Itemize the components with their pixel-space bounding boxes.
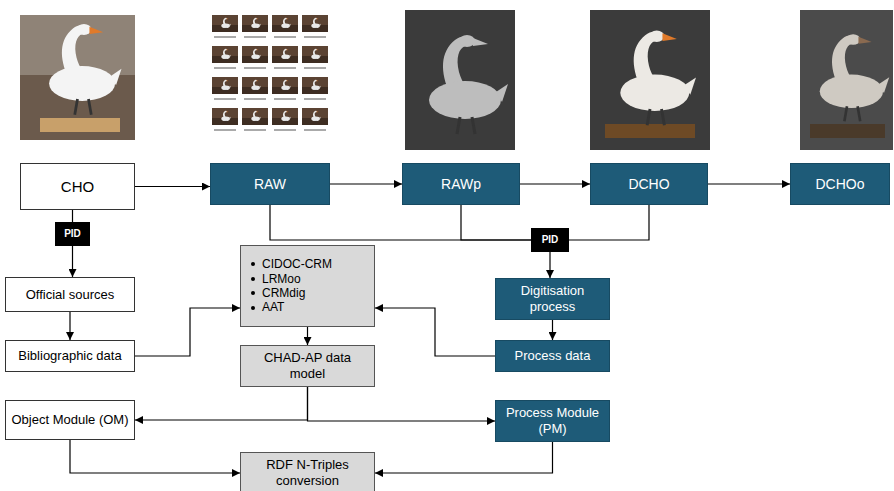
model-box: CHAD-AP data model [240, 345, 375, 387]
box-label: Bibliographic data [18, 348, 121, 364]
object-box: CHO [20, 163, 135, 210]
process-box: Digitisation process [495, 278, 610, 320]
mesh-render [405, 10, 515, 150]
connector [72, 246, 73, 277]
box-label: Process data [515, 348, 591, 364]
connector [461, 205, 531, 240]
box-label: DCHO [628, 176, 669, 193]
list-text: AAT [262, 300, 284, 314]
connector [375, 442, 553, 473]
optimised-render [800, 10, 893, 150]
source-box: Official sources [5, 277, 135, 312]
object-photo [20, 15, 135, 140]
connector [375, 308, 495, 356]
pid-tag: PID [531, 228, 569, 252]
stage-box: DCHO [590, 163, 708, 205]
connector [552, 320, 553, 340]
list-text: LRMoo [262, 272, 301, 286]
connector [708, 183, 790, 184]
stage-box: DCHOo [790, 163, 890, 205]
connector [520, 183, 590, 184]
bullet [251, 306, 255, 310]
bullet [251, 277, 255, 281]
list-item: LRMoo [251, 272, 301, 286]
list-item: CRMdig [251, 286, 305, 300]
list-text: CRMdig [262, 286, 305, 300]
output-box: RDF N-Triples conversion [240, 452, 375, 491]
box-label: PID [542, 234, 559, 246]
list-item: CIDOC-CRM [251, 257, 332, 271]
box-label: Digitisation process [501, 283, 604, 314]
data-box: Process data [495, 340, 610, 372]
raw-photo-grid [212, 15, 328, 131]
connector [135, 308, 240, 356]
module-box: Process Module (PM) [495, 400, 610, 442]
box-label: PID [64, 228, 81, 240]
stage-box: RAWp [402, 163, 520, 205]
connector [72, 210, 73, 222]
box-label: CHO [61, 178, 94, 196]
connector [330, 183, 402, 184]
box-label: DCHOo [815, 176, 864, 193]
list-item: AAT [251, 300, 284, 314]
textured-render [590, 10, 710, 150]
box-label: RAW [254, 176, 286, 193]
bullet [251, 262, 255, 266]
stage-box: RAW [210, 163, 330, 205]
module-box: Object Module (OM) [5, 400, 135, 440]
box-label: Process Module (PM) [501, 405, 604, 436]
connector [307, 327, 308, 345]
connector [270, 205, 531, 240]
connector [69, 312, 70, 340]
connector [135, 186, 210, 187]
box-label: CHAD-AP data model [246, 350, 369, 381]
data-box: Bibliographic data [5, 340, 135, 372]
connector [569, 205, 649, 240]
connector [70, 440, 240, 473]
box-label: Object Module (OM) [11, 412, 128, 428]
box-label: Official sources [26, 287, 115, 303]
list-text: CIDOC-CRM [262, 257, 332, 271]
bullet [251, 291, 255, 295]
connector [549, 252, 550, 278]
box-label: RDF N-Triples conversion [246, 457, 369, 488]
ontology-box: CIDOC-CRMLRMooCRMdigAAT [240, 245, 375, 327]
pid-tag: PID [55, 222, 90, 246]
connector [308, 387, 496, 421]
connector [135, 387, 308, 420]
box-label: RAWp [441, 176, 481, 193]
